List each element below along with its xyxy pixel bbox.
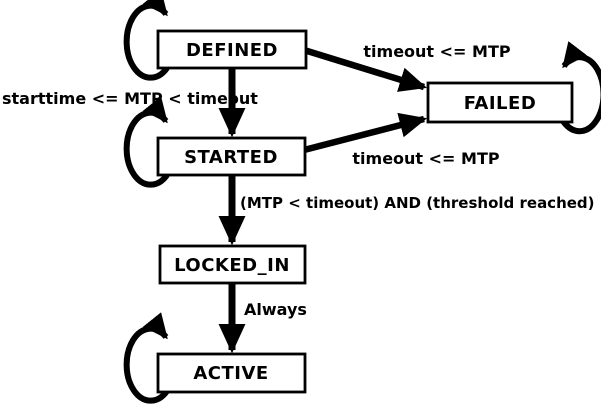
edge-defined-to-failed (303, 46, 428, 92)
self-loop-defined (123, 0, 170, 81)
edge-label-started-failed: timeout <= MTP (352, 149, 499, 168)
state-lockedin-label: LOCKED_IN (174, 255, 290, 276)
edge-label-defined-started: starttime <= MTP < timeout (2, 89, 258, 108)
state-started-label: STARTED (184, 147, 278, 168)
state-started-box (156, 136, 307, 177)
edge-label-lockedin-active: Always (244, 300, 307, 319)
edge-label-started-lockedin: (MTP < timeout) AND (threshold reached) (240, 194, 595, 212)
state-lockedin-box (158, 244, 307, 285)
edge-label-defined-failed: timeout <= MTP (363, 42, 510, 61)
self-loop-active (123, 312, 170, 404)
self-loop-started (123, 96, 170, 188)
self-loop-failed (560, 41, 601, 135)
edge-started-to-failed (303, 112, 428, 154)
state-active-box (156, 352, 307, 394)
state-active-label: ACTIVE (193, 363, 268, 384)
state-failed-box (426, 81, 574, 124)
state-failed-label: FAILED (464, 93, 537, 114)
state-defined-label: DEFINED (186, 40, 278, 61)
state-defined-box (156, 29, 308, 70)
